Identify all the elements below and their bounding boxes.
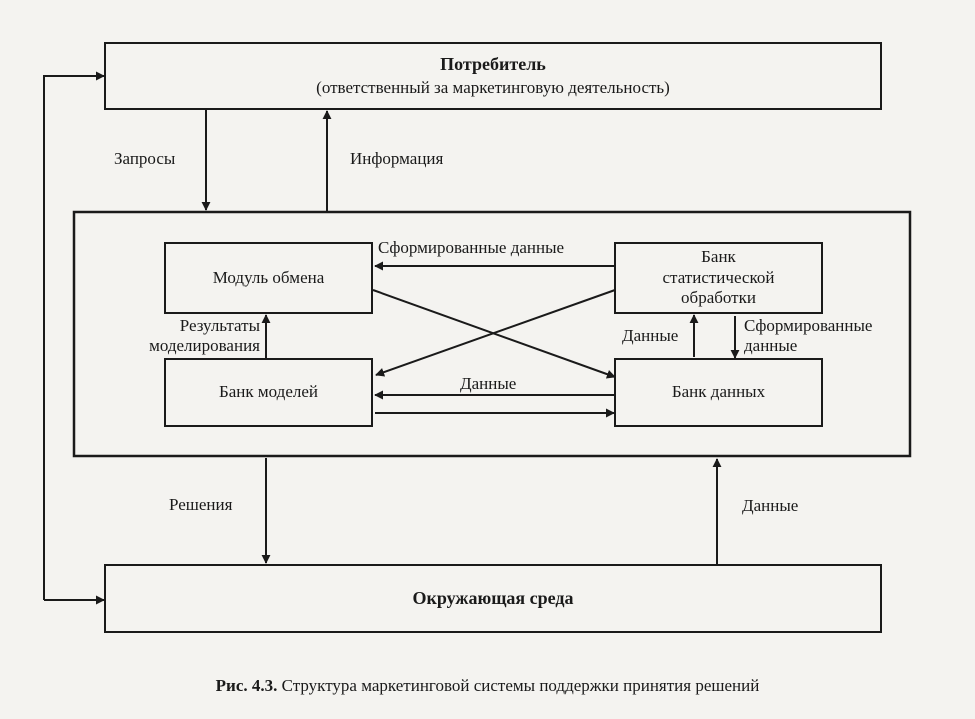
environment-box: Окружающая среда [104,564,882,633]
system-frame [72,210,912,458]
env-data-label: Данные [742,496,799,515]
model-bank-box: Банк моделей [164,358,373,427]
consumer-subtitle: (ответственный за маркетинговую деятельн… [316,77,670,97]
exchange-module-box: Модуль обмена [164,242,373,314]
data-bank-label: Банк данных [671,382,766,402]
consumer-title: Потребитель [440,54,546,74]
consumer-box: Потребитель (ответственный за маркетинго… [104,42,882,110]
stat-bank-label: Банк статистической обработки [662,247,775,308]
data-middle-label: Данные [460,374,517,393]
loop-arrow-to-consumer [43,71,105,600]
modeling-results-label: Результаты моделирования [149,316,260,355]
stat-bank-box: Банк статистической обработки [614,242,823,314]
information-label: Информация [350,149,444,168]
caption-text: Структура маркетинговой системы поддержк… [281,676,760,695]
requests-label: Запросы [114,149,176,168]
formed-data-right-label: Сформированные данные [744,316,873,355]
data-bank-box: Банк данных [614,358,823,427]
decisions-label: Решения [169,495,233,514]
caption-prefix: Рис. 4.3. [215,676,278,695]
environment-label: Окружающая среда [412,587,574,608]
stat-to-modelbank-arrow [375,289,616,377]
exchange-module-label: Модуль обмена [212,267,325,287]
model-bank-label: Банк моделей [218,382,318,402]
figure-caption: Рис. 4.3. Структура маркетинговой систем… [0,676,975,696]
data-stat-label: Данные [622,326,679,345]
formed-data-top-label: Сформированные данные [378,238,565,257]
